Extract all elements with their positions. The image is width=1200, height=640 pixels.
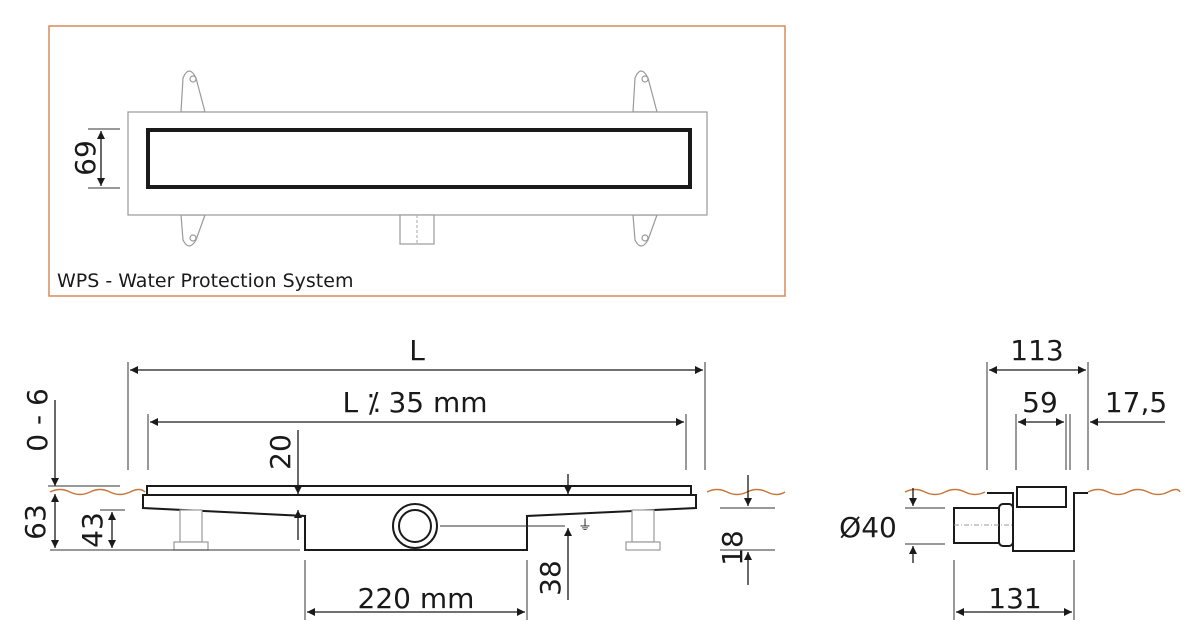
length-label: L [409,334,425,367]
grate-length-label: L ⁒ 35 mm [342,386,487,419]
outlet-stub [399,214,435,245]
pipe-diameter-label: Ø40 [839,511,897,544]
total-height-label: 63 [19,504,52,540]
mounting-bracket-icon [180,70,658,247]
width-label: 113 [1010,334,1063,367]
outlet-height-label: 38 [534,560,567,596]
flange-label: 17,5 [1105,386,1167,419]
end-view: 113 59 17,5 Ø40 131 [839,334,1181,620]
floor-line [49,488,786,496]
panel-frame [48,25,786,297]
ground-icon: ⏚ [578,518,592,534]
adjust-range-label: 0 - 6 [21,388,54,452]
floor-height-label: 18 [716,530,749,566]
adjustable-foot-icon [173,509,661,551]
caption: WPS - Water Protection System [57,270,353,292]
end-grate [1016,486,1067,508]
side-view: L L ⁒ 35 mm ⏚ 0 - 6 63 43 20 38 220 mm [19,334,786,620]
top-view-panel: 69 WPS - Water Protection System [48,25,786,297]
width-dim-label: 69 [69,140,102,176]
foot-height-label: 43 [76,512,109,548]
grate-side [146,485,692,496]
outlet-length-label: 131 [988,582,1041,615]
channel-width-label: 220 mm [358,582,475,615]
outlet-pipe [398,509,432,543]
inner-width-label: 59 [1022,386,1058,419]
top-offset-label: 20 [264,434,297,470]
grate [146,128,692,189]
